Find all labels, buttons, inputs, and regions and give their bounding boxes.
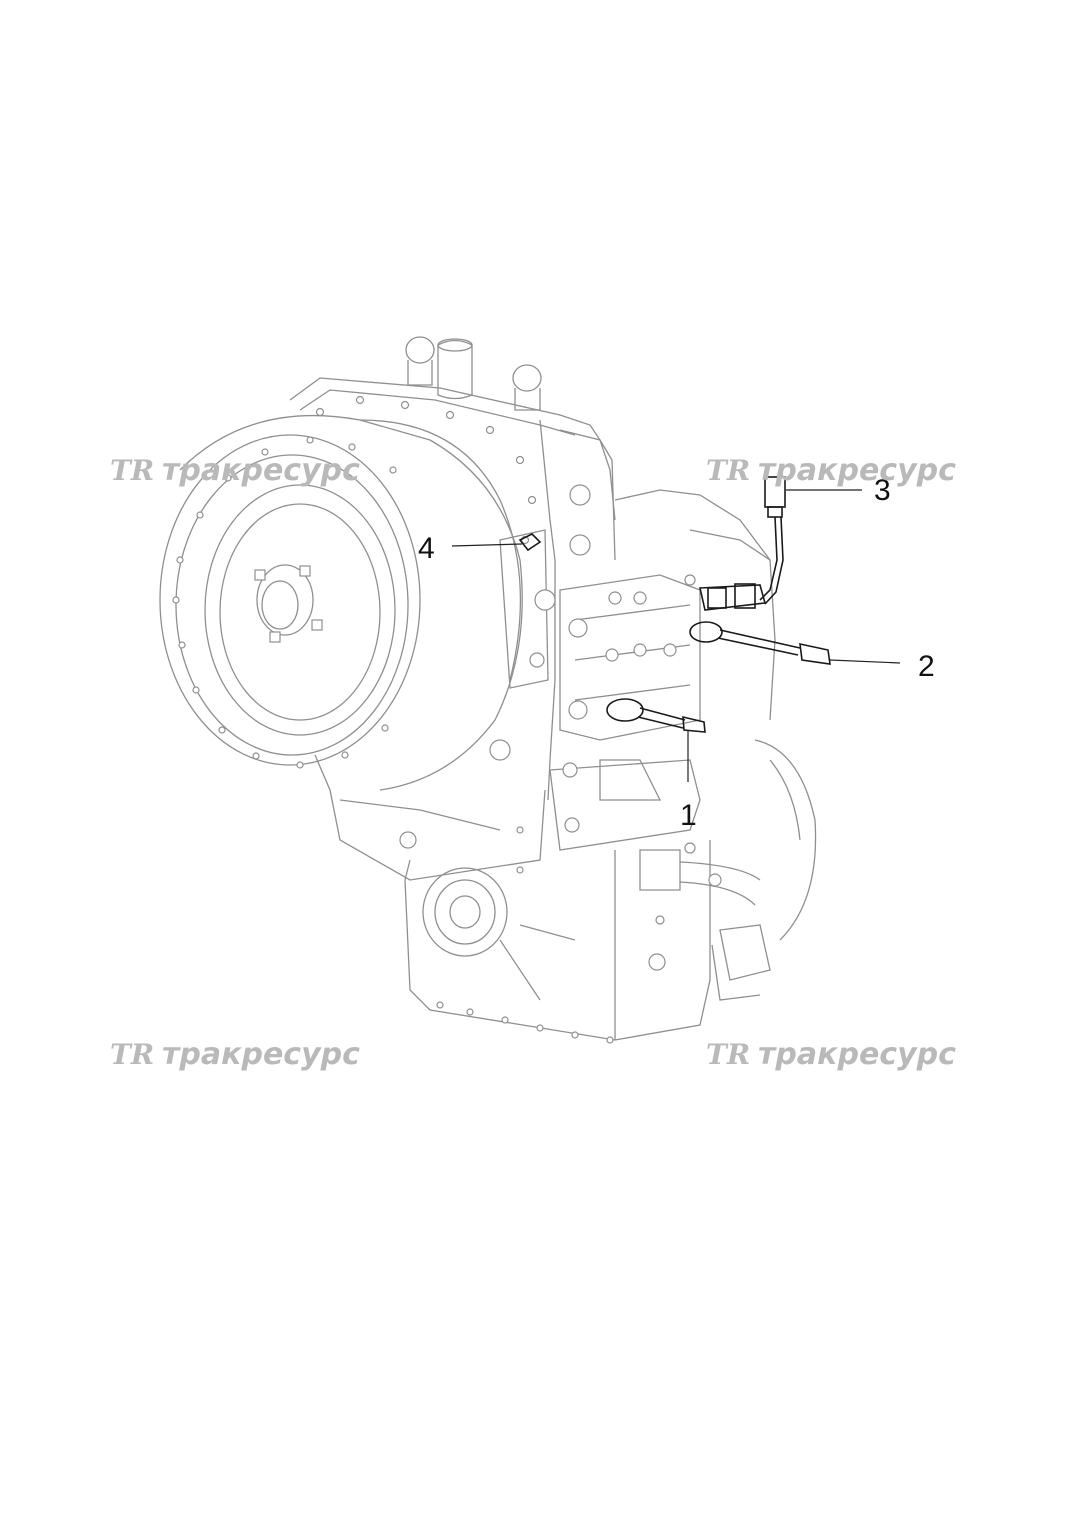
callout-1: 1 <box>680 799 697 832</box>
callout-4: 4 <box>418 532 435 565</box>
watermark-brand: тракресурс <box>758 453 956 488</box>
watermark-bottom-left: TR тракресурс <box>110 1037 360 1072</box>
watermark-bottom-right: TR тракресурс <box>706 1037 956 1072</box>
watermark-logo: TR <box>110 1038 154 1071</box>
leader-lines <box>451 489 901 782</box>
watermark-logo: TR <box>706 1038 750 1071</box>
watermark-brand: тракресурс <box>162 453 360 488</box>
watermark-brand: тракресурс <box>162 1037 360 1072</box>
sensor-1 <box>606 698 706 733</box>
watermark-logo: TR <box>706 454 750 487</box>
sensor-4 <box>518 533 542 552</box>
sensor-3 <box>699 476 786 611</box>
sensor-2 <box>689 621 831 665</box>
watermark-top-right: TR тракресурс <box>706 453 956 488</box>
watermark-brand: тракресурс <box>758 1037 956 1072</box>
transmission-housing <box>159 336 817 1044</box>
callout-2: 2 <box>918 650 935 683</box>
watermark-logo: TR <box>110 454 154 487</box>
callout-3: 3 <box>874 474 891 507</box>
watermark-top-left: TR тракресурс <box>110 453 360 488</box>
